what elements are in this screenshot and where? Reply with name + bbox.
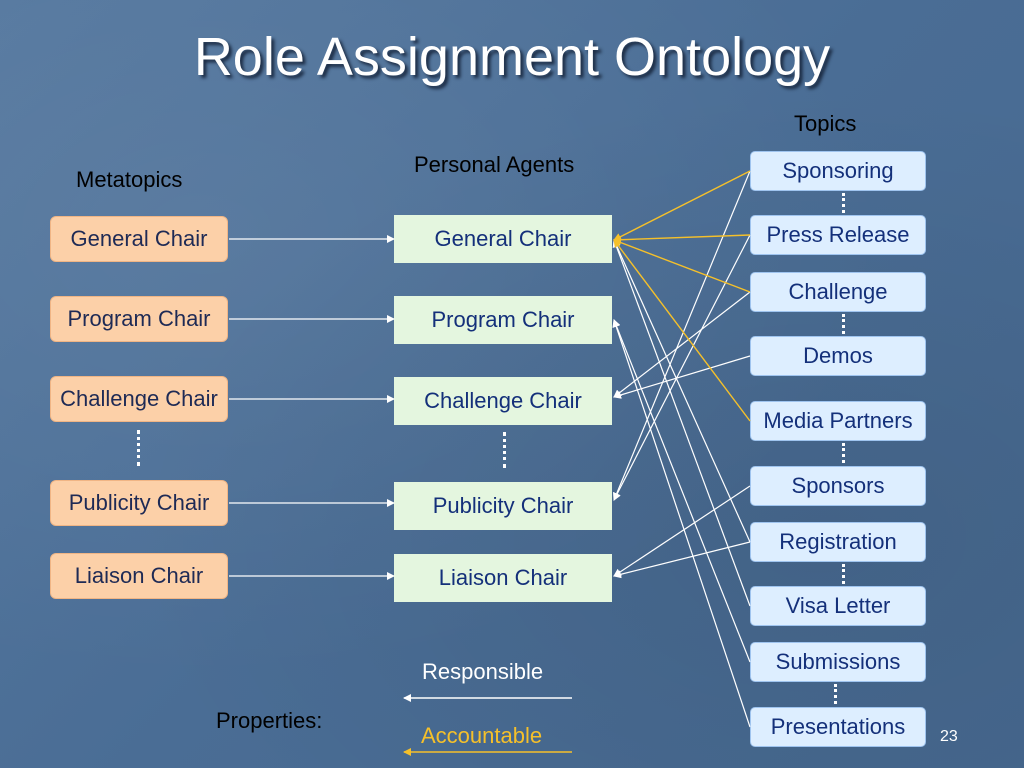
properties-label: Properties: bbox=[216, 708, 323, 733]
link-submissions-program bbox=[612, 319, 751, 663]
topic-visa-letter: Visa Letter bbox=[750, 586, 926, 626]
accountable-challenge bbox=[613, 238, 751, 293]
topic-presentations: Presentations bbox=[750, 707, 926, 747]
topics-ellipsis-2 bbox=[842, 314, 845, 334]
topic-registration: Registration bbox=[750, 522, 926, 562]
agent-liaison-chair: Liaison Chair bbox=[394, 554, 612, 602]
agent-publicity-chair: Publicity Chair bbox=[394, 482, 612, 530]
metatopics-label: Metatopics bbox=[76, 167, 183, 192]
agent-general-chair: General Chair bbox=[394, 215, 612, 263]
metatopic-publicity-chair: Publicity Chair bbox=[50, 480, 228, 526]
metatopics-ellipsis bbox=[137, 430, 140, 466]
topic-media-partners: Media Partners bbox=[750, 401, 926, 441]
agent-program-chair: Program Chair bbox=[394, 296, 612, 344]
agents-ellipsis bbox=[503, 432, 506, 468]
topic-press-release: Press Release bbox=[750, 215, 926, 255]
topic-sponsors: Sponsors bbox=[750, 466, 926, 506]
link-registration-general bbox=[613, 239, 751, 543]
topics-ellipsis-3 bbox=[842, 443, 845, 463]
link-registration-liaison bbox=[613, 541, 751, 579]
topics-ellipsis-5 bbox=[834, 684, 837, 704]
topic-challenge: Challenge bbox=[750, 272, 926, 312]
link-sponsors-liaison bbox=[613, 485, 751, 577]
topic-demos: Demos bbox=[750, 336, 926, 376]
link-challenge-challenge bbox=[613, 291, 751, 398]
slide-title: Role Assignment Ontology bbox=[193, 27, 831, 87]
link-visa-general bbox=[612, 239, 751, 607]
link-presentations-program bbox=[612, 319, 751, 728]
link-demos-challenge bbox=[613, 355, 751, 399]
topics-ellipsis-1 bbox=[842, 193, 845, 213]
topics-label: Topics bbox=[794, 111, 857, 136]
personal-agents-label: Personal Agents bbox=[414, 152, 575, 177]
accountable-media-partners bbox=[613, 239, 751, 422]
metatopic-general-chair: General Chair bbox=[50, 216, 228, 262]
link-sponsoring-publicity bbox=[612, 170, 751, 501]
agent-challenge-chair: Challenge Chair bbox=[394, 377, 612, 425]
page-number: 23 bbox=[940, 728, 958, 745]
topic-sponsoring: Sponsoring bbox=[750, 151, 926, 191]
topic-submissions: Submissions bbox=[750, 642, 926, 682]
topics-ellipsis-4 bbox=[842, 564, 845, 584]
metatopic-challenge-chair: Challenge Chair bbox=[50, 376, 228, 422]
legend-accountable-label: Accountable bbox=[421, 723, 543, 748]
metatopic-program-chair: Program Chair bbox=[50, 296, 228, 342]
accountable-sponsoring bbox=[613, 170, 751, 241]
link-press-release-publicity bbox=[613, 234, 751, 501]
legend-responsible-label: Responsible bbox=[422, 659, 544, 684]
accountable-press-release bbox=[613, 234, 751, 244]
metatopic-liaison-chair: Liaison Chair bbox=[50, 553, 228, 599]
